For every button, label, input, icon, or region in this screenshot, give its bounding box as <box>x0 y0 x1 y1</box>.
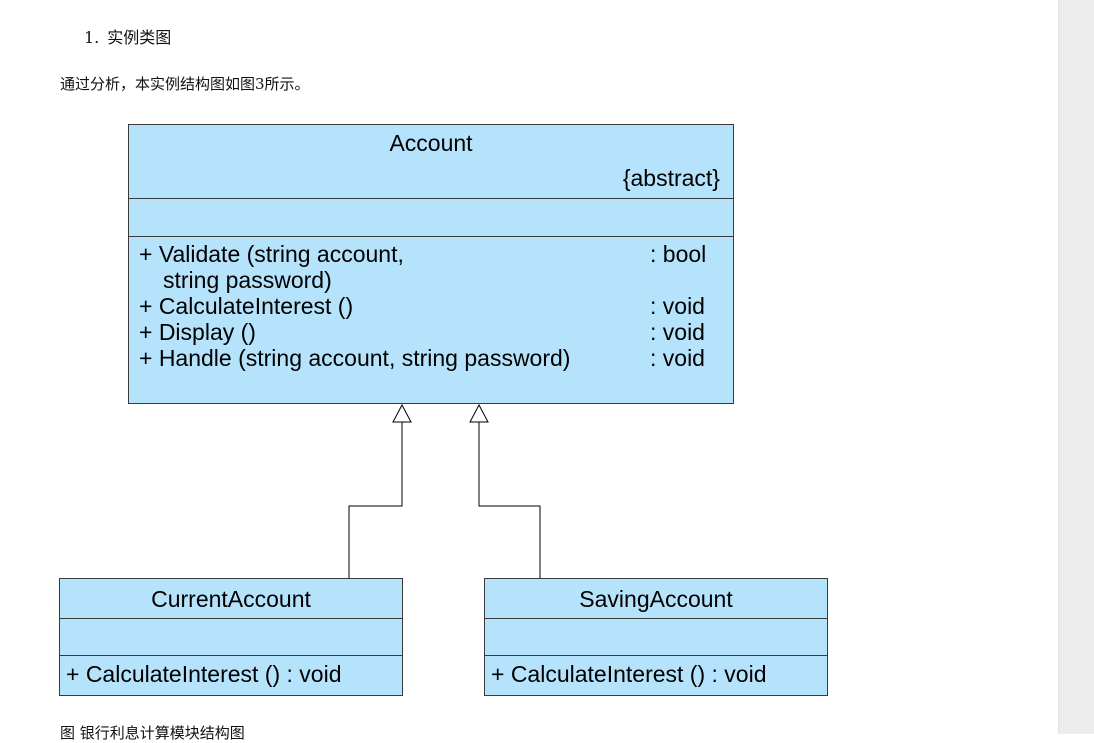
operations-section: + Validate (string account, : bool strin… <box>129 236 733 371</box>
operation-calculate-interest: + CalculateInterest () : void <box>60 655 402 692</box>
operation-handle: + Handle (string account, string passwor… <box>139 345 733 371</box>
operation-display: + Display () : void <box>139 319 733 345</box>
operation-calculate-interest: + CalculateInterest () : void <box>139 293 733 319</box>
attributes-section <box>129 198 733 236</box>
inheritance-connectors <box>348 403 541 578</box>
class-name: CurrentAccount <box>151 586 311 612</box>
operation-return-type: : bool <box>650 241 707 267</box>
class-name: SavingAccount <box>579 586 733 612</box>
current-generalization-arrow <box>392 403 412 423</box>
class-name-section: Account {abstract} <box>129 125 733 198</box>
attributes-section <box>60 618 402 655</box>
attributes-section <box>485 618 827 655</box>
document-page: 1. 实例类图 通过分析，本实例结构图如图3所示。 Account {abstra… <box>59 24 828 742</box>
operation-signature: + CalculateInterest () <box>139 293 354 319</box>
heading-text: 实例类图 <box>107 28 172 47</box>
intro-paragraph: 通过分析，本实例结构图如图3所示。 <box>60 75 310 93</box>
figure-caption: 图 银行利息计算模块结构图 <box>60 724 245 742</box>
saving-generalization-arrow <box>469 403 489 423</box>
class-saving-account: SavingAccount + CalculateInterest () : v… <box>484 578 828 696</box>
class-account: Account {abstract} + Validate (string ac… <box>128 124 734 404</box>
operation-validate-continued: string password) <box>139 267 733 293</box>
saving-generalization-line <box>478 422 541 578</box>
operation-signature: string password) <box>163 267 332 293</box>
operation-signature: + Display () <box>139 319 256 345</box>
class-stereotype: {abstract} <box>622 165 720 191</box>
heading-number: 1. <box>84 28 100 47</box>
operation-return-type: : void <box>650 345 705 371</box>
operation-signature: + Handle (string account, string passwor… <box>139 345 571 371</box>
current-generalization-line <box>348 422 403 578</box>
section-heading: 1. 实例类图 <box>84 24 171 48</box>
scrollbar-gutter[interactable] <box>1058 0 1094 734</box>
operation-validate: + Validate (string account, : bool <box>139 241 733 267</box>
class-current-account: CurrentAccount + CalculateInterest () : … <box>59 578 403 696</box>
operation-return-type: : void <box>650 293 705 319</box>
operation-return-type: : void <box>650 319 705 345</box>
operation-signature: + Validate (string account, <box>139 241 404 267</box>
operation-calculate-interest: + CalculateInterest () : void <box>485 655 827 692</box>
class-name: Account <box>389 130 473 156</box>
